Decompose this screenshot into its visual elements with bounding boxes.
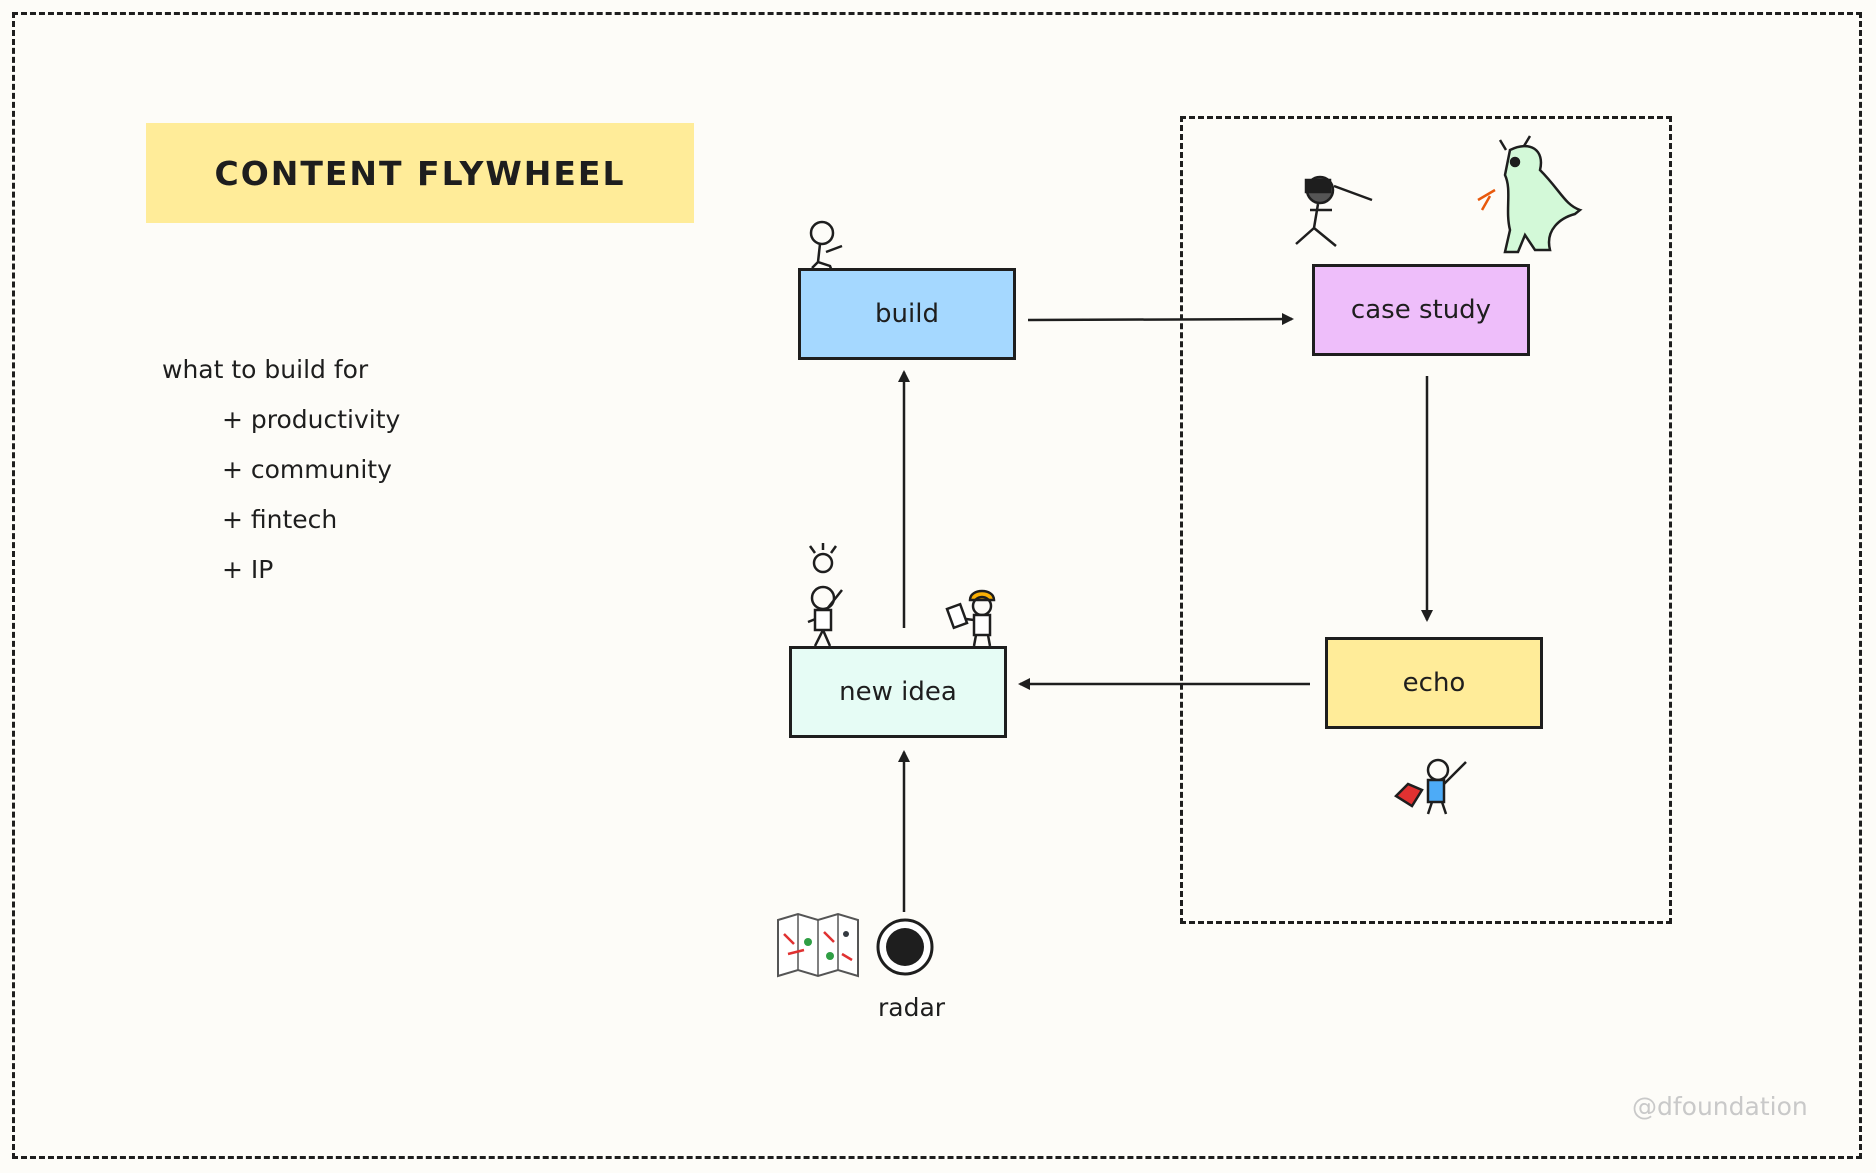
- radar-target-icon: [876, 918, 934, 976]
- node-case-study[interactable]: case study: [1312, 264, 1530, 356]
- node-build[interactable]: build: [798, 268, 1016, 360]
- title-banner: CONTENT FLYWHEEL: [146, 123, 694, 223]
- notes-item-ip: + IP: [222, 555, 274, 584]
- node-echo[interactable]: echo: [1325, 637, 1543, 729]
- lightbulb-figure-icon: [807, 543, 843, 647]
- node-build-label: build: [875, 299, 939, 329]
- notes-item-community: + community: [222, 455, 392, 484]
- hardhat-figure-icon: [945, 589, 996, 647]
- notes-heading: what to build for: [162, 355, 369, 384]
- output-group-frame: [1180, 116, 1672, 924]
- node-echo-label: echo: [1402, 668, 1466, 698]
- radar-label: radar: [878, 993, 946, 1022]
- dragon-icon: [1477, 135, 1583, 254]
- node-case-study-label: case study: [1350, 295, 1492, 325]
- notes-item-productivity: + productivity: [222, 405, 401, 434]
- superhero-figure-icon: [1394, 758, 1467, 815]
- canvas-frame: [12, 12, 1862, 1159]
- page-title: CONTENT FLYWHEEL: [214, 153, 626, 193]
- notes-list: what to build for + productivity + commu…: [162, 345, 400, 595]
- node-new-idea-label: new idea: [839, 677, 957, 707]
- photographer-figure-icon: [1295, 175, 1373, 247]
- watermark: @dfoundation: [1632, 1092, 1808, 1121]
- arrow-build-to-case-study: [1027, 313, 1294, 326]
- notes-item-fintech: + fintech: [222, 505, 338, 534]
- map-icon: [777, 912, 859, 978]
- node-new-idea[interactable]: new idea: [789, 646, 1007, 738]
